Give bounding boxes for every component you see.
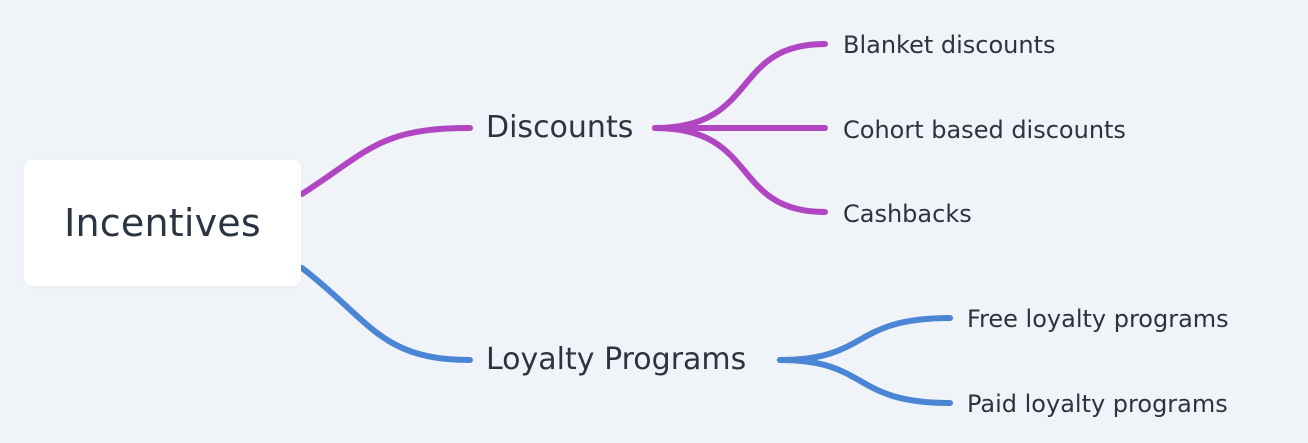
branch-node-discounts[interactable]: Discounts (486, 110, 634, 145)
leaf-node-free-loyalty-programs[interactable]: Free loyalty programs (967, 305, 1229, 333)
connector-loyalty-free (777, 315, 953, 363)
branch-node-loyalty-programs[interactable]: Loyalty Programs (486, 342, 747, 377)
root-node-label: Incentives (64, 201, 261, 245)
connector-root-discounts (299, 125, 473, 197)
leaf-node-cohort-based-discounts[interactable]: Cohort based discounts (843, 116, 1126, 144)
leaf-node-paid-loyalty-programs[interactable]: Paid loyalty programs (967, 390, 1228, 418)
connector-root-loyalty (299, 265, 473, 363)
root-node[interactable]: Incentives (24, 160, 301, 286)
leaf-node-cashbacks[interactable]: Cashbacks (843, 200, 972, 228)
connector-discounts-blanket (652, 41, 828, 131)
connector-discounts-cashbacks (652, 125, 828, 215)
leaf-node-blanket-discounts[interactable]: Blanket discounts (843, 31, 1056, 59)
connector-loyalty-paid (777, 357, 953, 406)
